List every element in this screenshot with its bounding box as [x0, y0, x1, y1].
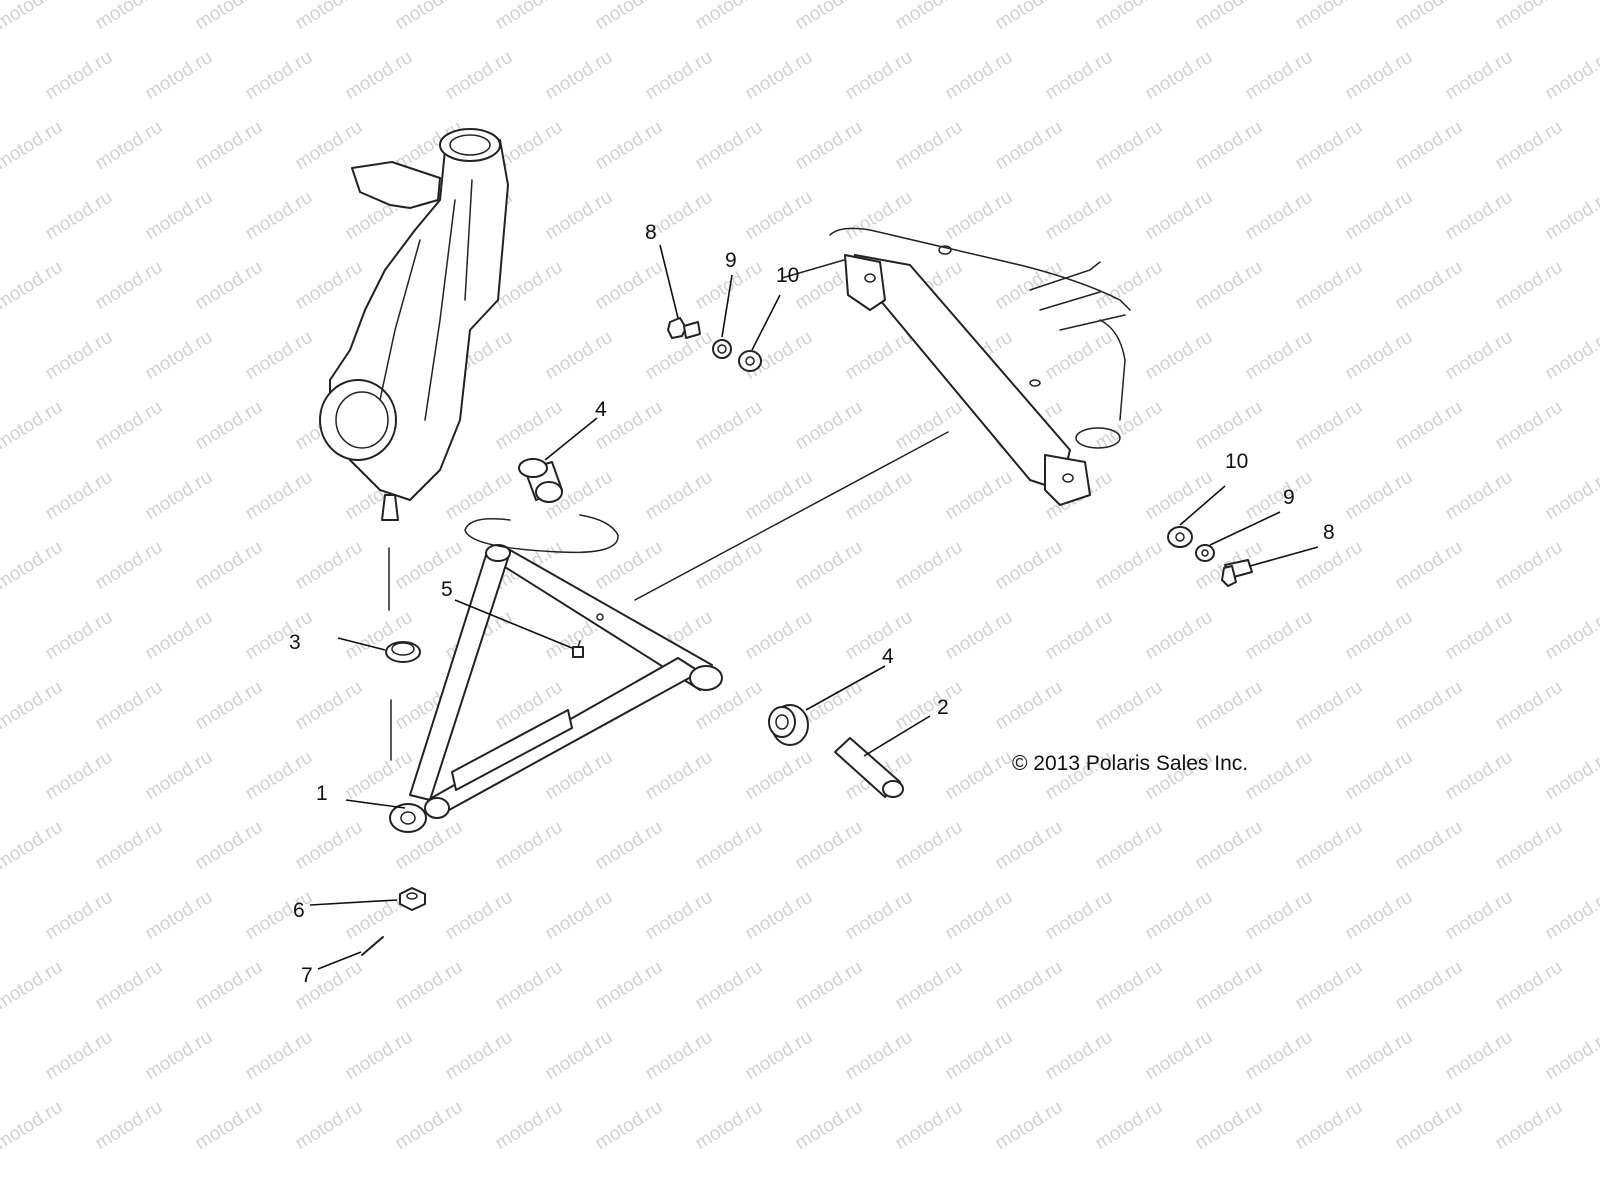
flat-washer-right — [1167, 526, 1193, 548]
bolt-alignment-line — [781, 259, 845, 279]
callout-9b: 9 — [1283, 486, 1295, 509]
bushing-lower — [768, 704, 809, 746]
callout-2: 2 — [937, 696, 949, 719]
leader-lines — [309, 244, 1319, 970]
grease-fitting — [572, 640, 584, 658]
a-arm — [389, 544, 723, 833]
frame-cross-member — [829, 227, 1131, 506]
callout-4a: 4 — [595, 398, 607, 421]
callout-6: 6 — [293, 899, 305, 922]
callout-5: 5 — [441, 578, 453, 601]
bushing-upper — [518, 458, 563, 503]
castle-nut — [399, 887, 426, 911]
callout-10b: 10 — [1225, 450, 1248, 473]
callout-8a: 8 — [645, 221, 657, 244]
bolt-right — [1221, 559, 1253, 587]
steering-knuckle — [319, 128, 509, 521]
callout-7: 7 — [301, 964, 313, 987]
bolt-left — [667, 317, 701, 339]
lock-washer-right — [1195, 544, 1215, 562]
callout-3: 3 — [289, 631, 301, 654]
cup-seal — [385, 641, 421, 663]
callout-4b: 4 — [882, 645, 894, 668]
flat-washer-left — [738, 350, 762, 372]
pivot-tube — [834, 737, 904, 798]
cotter-pin — [361, 936, 384, 956]
callout-8b: 8 — [1323, 521, 1335, 544]
pivot-alignment-line — [634, 431, 949, 601]
lock-washer-left — [712, 339, 732, 359]
callout-1: 1 — [316, 782, 328, 805]
callout-9a: 9 — [725, 249, 737, 272]
callout-10a: 10 — [776, 264, 799, 287]
bushing-alignment-loop — [464, 514, 619, 554]
copyright-notice: © 2013 Polaris Sales Inc. — [1012, 752, 1249, 775]
